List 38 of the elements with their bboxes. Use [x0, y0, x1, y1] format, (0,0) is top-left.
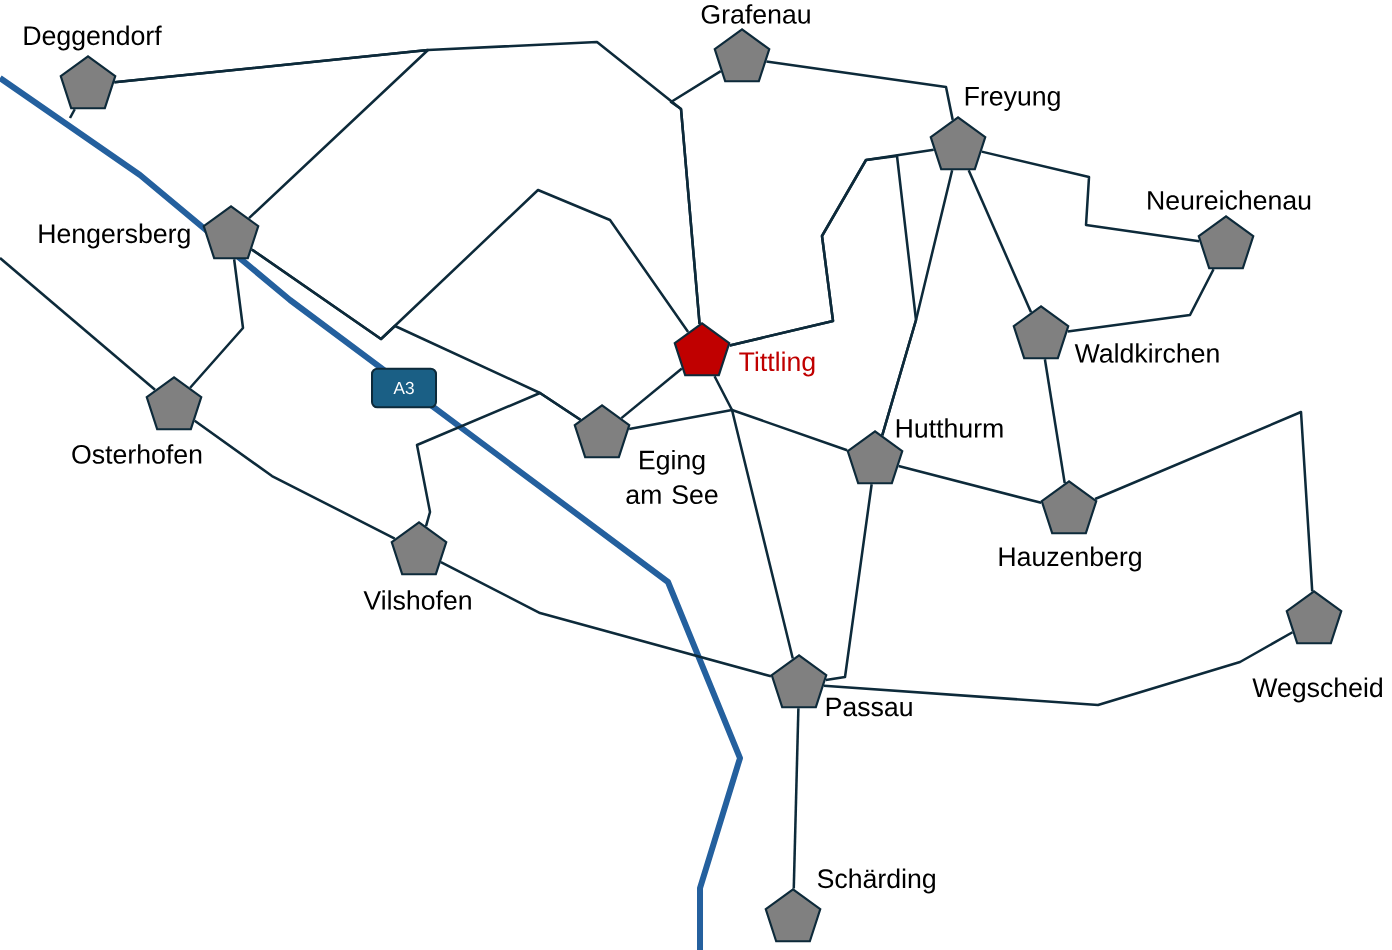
town-label: Passau: [826, 697, 912, 717]
town-label: Eging am See: [626, 449, 718, 505]
road-line: [193, 419, 396, 540]
road-line: [713, 375, 794, 659]
road-line: [825, 484, 873, 682]
road-line: [823, 631, 1294, 707]
town-label: Wegscheid: [1252, 677, 1382, 703]
road-sign: A3: [371, 367, 437, 409]
road-line: [1043, 359, 1066, 484]
road-line: [628, 408, 848, 452]
road-line: [189, 259, 245, 389]
town-label: Tittling: [739, 351, 815, 377]
town-label: Schärding: [817, 868, 935, 894]
road-line: [981, 150, 1200, 243]
road-line: [766, 60, 954, 121]
road-line: [792, 708, 800, 889]
road-line: [1067, 268, 1215, 333]
town-label: Grafenau: [701, 4, 810, 24]
town-label: Hutthurm: [896, 418, 1003, 438]
road-line: [114, 48, 430, 220]
road-line: [898, 464, 1042, 505]
town-label: Waldkirchen: [1074, 343, 1219, 363]
town-label: Hengersberg: [39, 223, 190, 249]
road-line: [415, 391, 582, 527]
road-line: [620, 367, 683, 420]
road-line: [669, 70, 722, 324]
road-line: [881, 169, 954, 436]
road-line: [1094, 410, 1314, 592]
town-label: Freyung: [965, 87, 1060, 111]
town-label: Hauzenberg: [999, 546, 1141, 572]
road-line: [0, 257, 156, 391]
town-label: Neureichenau: [1148, 190, 1311, 210]
town-label: Vilshofen: [363, 590, 471, 610]
town-label: Deggendorf: [24, 25, 162, 51]
road-line: [68, 108, 76, 119]
road-line: [440, 561, 772, 678]
road-line: [967, 169, 1033, 313]
town-label: Osterhofen: [72, 444, 202, 464]
